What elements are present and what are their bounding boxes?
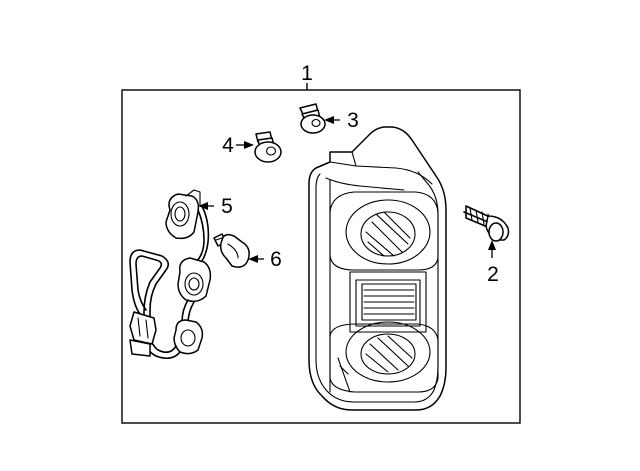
grommet-icon[interactable] [299,103,326,134]
callout-5-label: 5 [221,195,233,218]
socket-harness-icon[interactable] [129,189,212,360]
callout-1-label: 1 [301,62,313,85]
callout-3[interactable]: 3 [324,109,359,132]
callout-6[interactable]: 6 [248,248,282,271]
grommet-icon[interactable] [254,131,282,163]
tail-lamp-icon[interactable] [308,126,447,411]
callout-4-label: 4 [222,134,234,157]
callout-2[interactable]: 2 [487,240,499,286]
callout-5[interactable]: 5 [198,195,233,218]
callout-2-label: 2 [487,263,499,286]
bulb-icon[interactable] [213,233,250,268]
screw-icon[interactable] [463,205,510,242]
callout-3-label: 3 [347,109,359,132]
callout-6-label: 6 [270,248,282,271]
callout-4[interactable]: 4 [222,134,254,157]
callout-1[interactable]: 1 [301,62,313,90]
assembly-frame [121,89,521,424]
